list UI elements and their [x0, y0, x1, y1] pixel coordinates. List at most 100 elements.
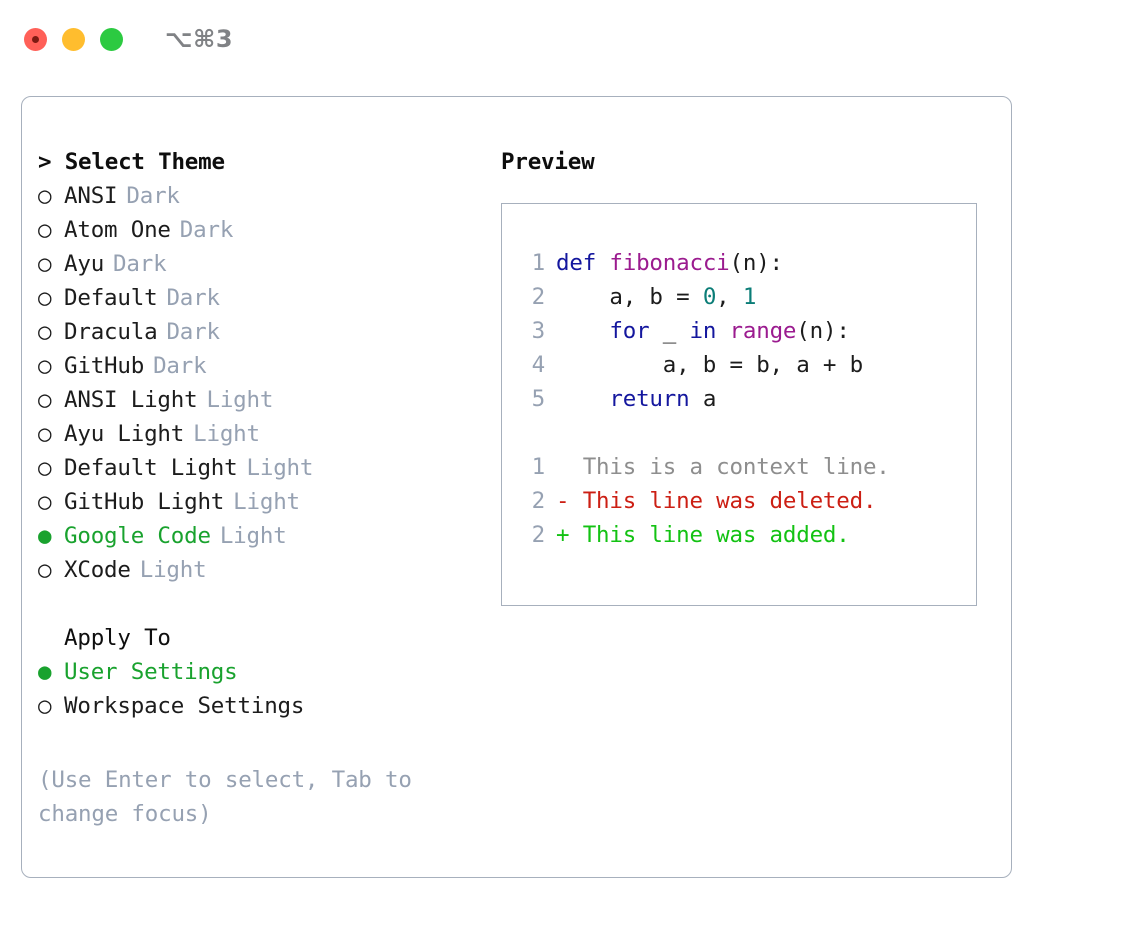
- code-token-fn: range: [729, 318, 797, 344]
- minimize-button[interactable]: [62, 27, 85, 51]
- apply-to-header: Apply To: [64, 625, 171, 651]
- code-token-plain: [556, 386, 609, 412]
- line-number: 5: [531, 386, 546, 412]
- code-token-plain: a, b =: [556, 284, 703, 310]
- title-bar: ⌥⌘3: [0, 0, 1140, 78]
- theme-option-label: Ayu Light: [64, 421, 185, 447]
- theme-option-label: ANSI Light: [64, 387, 198, 413]
- radio-selected-icon[interactable]: ●: [38, 523, 52, 549]
- line-number: 3: [531, 318, 546, 344]
- radio-unselected-icon[interactable]: ○: [38, 183, 52, 209]
- radio-unselected-icon[interactable]: ○: [38, 353, 52, 379]
- line-number: 1: [531, 250, 546, 276]
- spacer: [38, 587, 493, 621]
- code-token-fn: fibonacci: [609, 250, 730, 276]
- code-token-num: 1: [742, 284, 757, 310]
- diff-line-content-context: This is a context line.: [556, 454, 890, 480]
- theme-option[interactable]: ○ Default Light Light: [38, 451, 493, 485]
- theme-option-tag: Light: [233, 489, 300, 515]
- code-token-kw: return: [609, 386, 690, 412]
- code-token-kw: def: [556, 250, 610, 276]
- radio-selected-icon[interactable]: ●: [38, 659, 52, 685]
- code-line: 1 def fibonacci(n):: [516, 246, 968, 280]
- apply-to-option[interactable]: ● User Settings: [38, 655, 493, 689]
- line-number: 2: [531, 522, 546, 548]
- radio-unselected-icon[interactable]: ○: [38, 319, 52, 345]
- line-number: 2: [531, 488, 546, 514]
- keyboard-hint-line-1: (Use Enter to select, Tab to: [38, 767, 412, 793]
- code-token-plain: [716, 318, 729, 344]
- radio-unselected-icon[interactable]: ○: [38, 455, 52, 481]
- theme-option-label: ANSI: [64, 183, 118, 209]
- line-number: 2: [531, 284, 546, 310]
- theme-option-label: GitHub: [64, 353, 145, 379]
- line-number: 4: [531, 352, 546, 378]
- close-button[interactable]: [24, 27, 47, 51]
- theme-option[interactable]: ○ Dracula Dark: [38, 315, 493, 349]
- theme-option-tag: Light: [139, 557, 207, 583]
- apply-to-option[interactable]: ○ Workspace Settings: [38, 689, 493, 723]
- code-token-kw: for: [609, 318, 650, 344]
- diff-line-content-added: + This line was added.: [556, 522, 850, 548]
- maximize-button[interactable]: [100, 27, 123, 51]
- diff-line: 1 This is a context line.: [516, 450, 968, 484]
- code-line-content: def fibonacci(n):: [556, 246, 783, 280]
- code-line: 3 for _ in range(n):: [516, 314, 968, 348]
- code-token-plain: _: [649, 318, 690, 344]
- theme-option-label: Dracula: [64, 319, 158, 345]
- theme-option-tag: Light: [219, 523, 287, 549]
- code-token-num: 0: [702, 284, 717, 310]
- radio-unselected-icon[interactable]: ○: [38, 489, 52, 515]
- theme-option-label: Google Code: [64, 523, 211, 549]
- diff-line-content-deleted: - This line was deleted.: [556, 488, 877, 514]
- theme-option[interactable]: ○ Ayu Light Light: [38, 417, 493, 451]
- radio-unselected-icon[interactable]: ○: [38, 693, 52, 719]
- window-controls: [24, 27, 123, 51]
- theme-option[interactable]: ○ ANSI Light Light: [38, 383, 493, 417]
- diff-line: 2 + This line was added.: [516, 518, 968, 552]
- theme-option-tag: Light: [206, 387, 274, 413]
- apply-to-list[interactable]: ● User Settings ○ Workspace Settings: [38, 655, 493, 723]
- radio-unselected-icon[interactable]: ○: [38, 557, 52, 583]
- theme-option-tag: Dark: [166, 319, 220, 345]
- code-token-plain: a, b = b, a + b: [556, 352, 863, 378]
- code-line: 5 return a: [516, 382, 968, 416]
- radio-unselected-icon[interactable]: ○: [38, 421, 52, 447]
- keyboard-hint-line-2: change focus): [38, 801, 212, 827]
- keyboard-hint: (Use Enter to select, Tab to change focu…: [38, 763, 458, 831]
- radio-unselected-icon[interactable]: ○: [38, 217, 52, 243]
- code-token-punct: (n):: [729, 250, 784, 276]
- code-token-plain: [556, 318, 609, 344]
- radio-unselected-icon[interactable]: ○: [38, 251, 52, 277]
- code-line-content: for _ in range(n):: [556, 314, 849, 348]
- apply-to-option-label: Workspace Settings: [64, 693, 305, 719]
- window-title: ⌥⌘3: [165, 25, 234, 53]
- theme-option-label: Atom One: [64, 217, 171, 243]
- theme-option-tag: Light: [246, 455, 314, 481]
- theme-option-tag: Light: [193, 421, 260, 447]
- theme-option-tag: Dark: [113, 251, 167, 277]
- apply-to-option-label: User Settings: [64, 659, 238, 685]
- theme-option-label: Ayu: [64, 251, 105, 277]
- theme-option[interactable]: ○ Ayu Dark: [38, 247, 493, 281]
- theme-option-label: Default Light: [64, 455, 238, 481]
- diff-sample: 1 This is a context line. 2 - This line wa…: [516, 450, 968, 552]
- radio-unselected-icon[interactable]: ○: [38, 387, 52, 413]
- code-line-content: return a: [556, 382, 716, 416]
- code-token-kw: in: [689, 318, 717, 344]
- diff-line: 2 - This line was deleted.: [516, 484, 968, 518]
- radio-unselected-icon[interactable]: ○: [38, 285, 52, 311]
- theme-option[interactable]: ● Google Code Light: [38, 519, 493, 553]
